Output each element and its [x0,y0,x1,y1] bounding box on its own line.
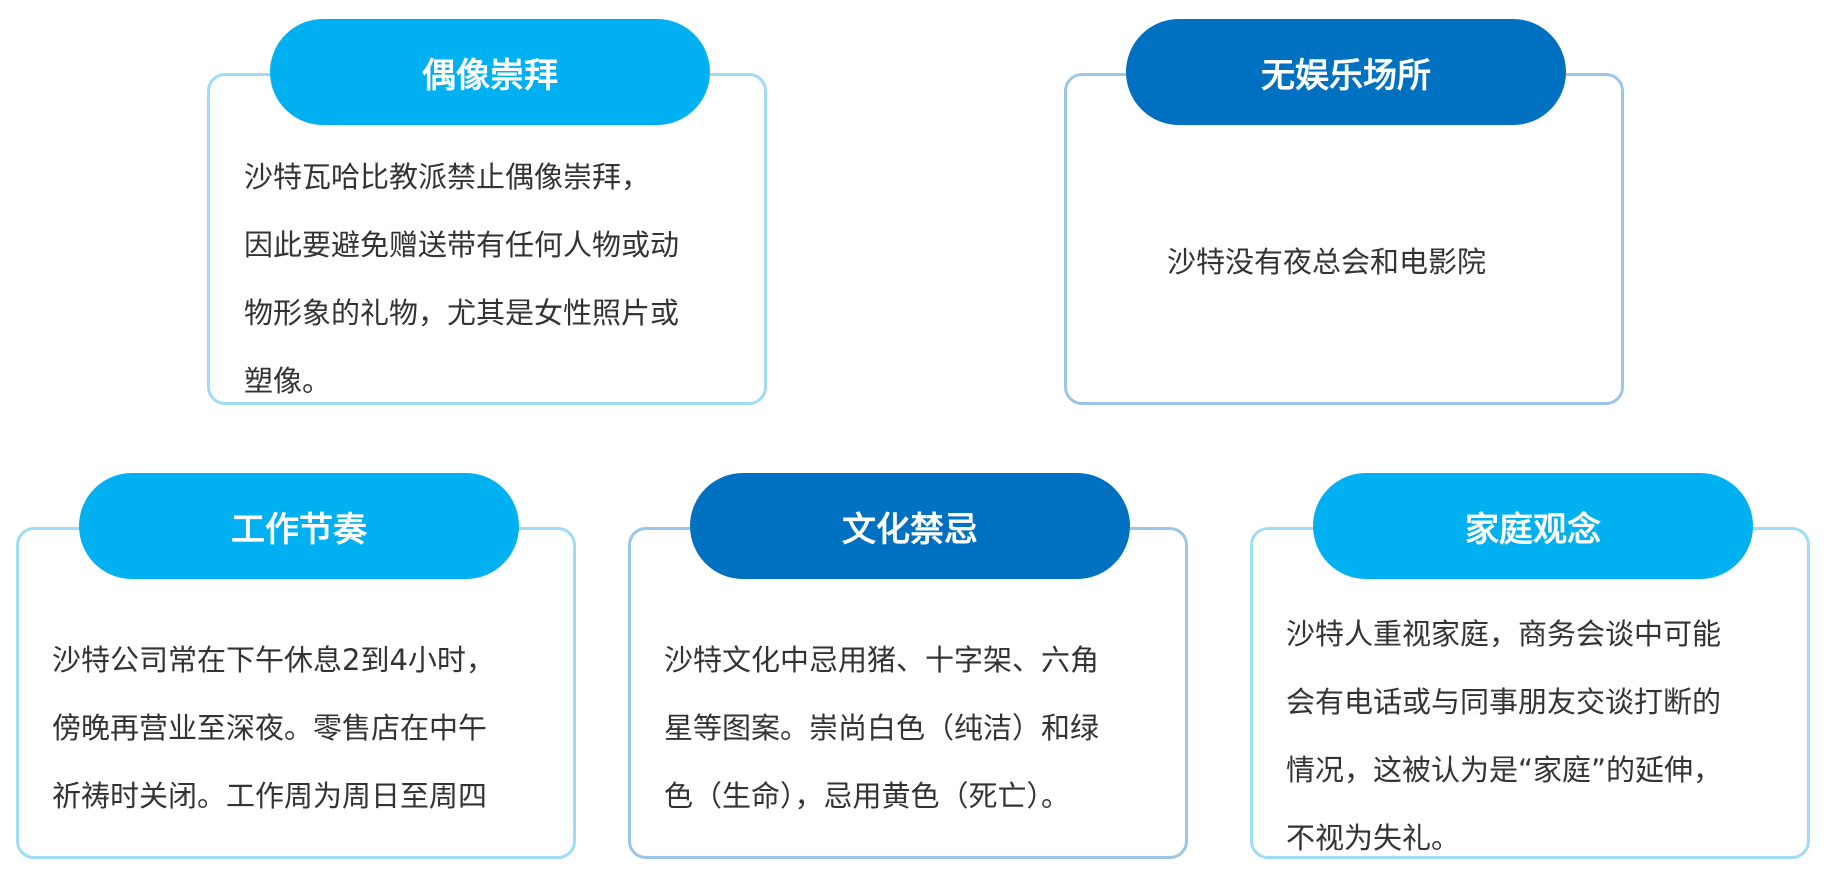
text-line: 会有电话或与同事朋友交谈打断的 [1286,685,1722,719]
text-line: 情况，这被认为是“家庭”的延伸， [1286,753,1723,787]
card-title-no-entertainment: 无娱乐场所 [1126,19,1566,125]
card-body-idol-worship: 沙特瓦哈比教派禁止偶像崇拜， 因此要避免赠送带有任何人物或动 物形象的礼物，尤其… [244,143,679,415]
text-line: 不视为失礼。 [1286,821,1461,855]
text-line: 沙特瓦哈比教派禁止偶像崇拜， [244,160,651,194]
text-line: 因此要避免赠送带有任何人物或动 [244,228,680,262]
text-line: 沙特没有夜总会和电影院 [1167,245,1487,279]
text-line: 沙特人重视家庭，商务会谈中可能 [1286,617,1722,651]
text-line: 色（生命），忌用黄色（死亡）。 [664,779,1071,813]
text-line: 沙特公司常在下午休息2到4小时， [52,643,495,677]
text-line: 傍晚再营业至深夜。零售店在中午 [52,711,488,745]
text-line: 沙特文化中忌用猪、十字架、六角 [664,643,1100,677]
card-title-family-values: 家庭观念 [1313,473,1753,579]
text-line: 祈祷时关闭。工作周为周日至周四 [52,779,488,813]
card-body-family-values: 沙特人重视家庭，商务会谈中可能 会有电话或与同事朋友交谈打断的 情况，这被认为是… [1286,600,1722,872]
card-title-cultural-taboo: 文化禁忌 [690,473,1130,579]
card-work-rhythm [16,527,576,859]
card-body-work-rhythm: 沙特公司常在下午休息2到4小时， 傍晚再营业至深夜。零售店在中午 祈祷时关闭。工… [52,626,495,830]
text-line: 星等图案。崇尚白色（纯洁）和绿 [664,711,1100,745]
card-no-entertainment [1064,73,1624,405]
text-line: 塑像。 [244,364,332,398]
card-title-idol-worship: 偶像崇拜 [270,19,710,125]
card-idol-worship [207,73,767,405]
card-body-cultural-taboo: 沙特文化中忌用猪、十字架、六角 星等图案。崇尚白色（纯洁）和绿 色（生命），忌用… [664,626,1099,830]
card-cultural-taboo [628,527,1188,859]
card-title-work-rhythm: 工作节奏 [79,473,519,579]
card-family-values [1250,527,1810,859]
text-line: 物形象的礼物，尤其是女性照片或 [244,296,680,330]
card-body-no-entertainment: 沙特没有夜总会和电影院 [1167,228,1486,296]
